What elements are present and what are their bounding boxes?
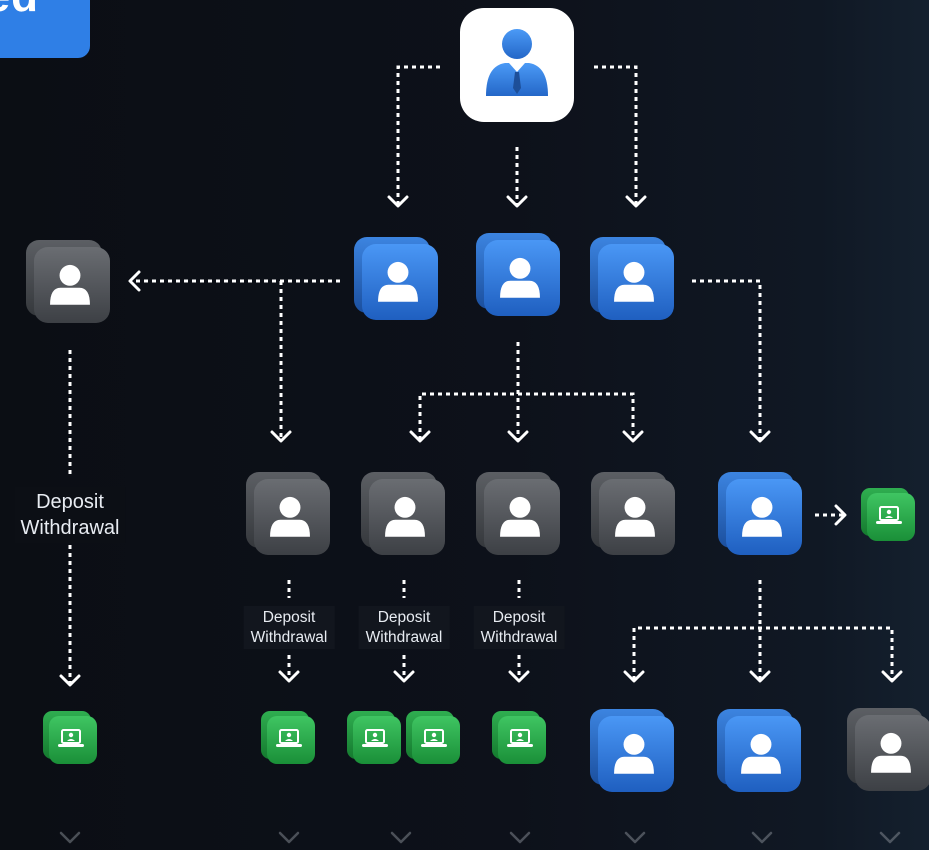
arrow-head-down [59, 674, 81, 687]
gray-user-node[interactable] [361, 472, 445, 555]
gray-user-node[interactable] [591, 472, 675, 555]
connector-line [594, 65, 638, 205]
connector-line [692, 279, 762, 440]
arrow-head-down [881, 670, 903, 683]
terminal-node[interactable] [406, 711, 460, 764]
sub-flow-label-3: Deposit Withdrawal [473, 606, 565, 649]
blue-user-node[interactable] [590, 237, 674, 320]
blue-user-node[interactable] [590, 709, 674, 792]
withdrawal-label: Withdrawal [365, 628, 443, 646]
gray-user-node[interactable] [847, 708, 929, 791]
manager-icon [486, 29, 548, 96]
user-icon [742, 496, 782, 537]
terminal-node[interactable] [492, 711, 546, 764]
arrow-head-down [625, 195, 647, 208]
user-icon [741, 733, 781, 774]
blue-user-node[interactable] [476, 233, 560, 316]
deposit-label: Deposit [262, 609, 316, 626]
title-text: ted [0, 0, 39, 23]
arrow-head-down [622, 430, 644, 443]
user-icon [385, 496, 425, 537]
laptop-icon [421, 729, 447, 747]
connector-line [418, 392, 635, 440]
laptop-icon [276, 729, 302, 747]
arrow-head-down [508, 670, 530, 683]
arrow-head-down [506, 195, 528, 208]
arrow-head-down [409, 430, 431, 443]
laptop-icon [507, 729, 533, 747]
arrow-head-left [128, 270, 141, 292]
blue-user-node[interactable] [717, 709, 801, 792]
arrow-head-down [393, 670, 415, 683]
laptop-icon [876, 506, 902, 524]
user-icon [500, 496, 540, 537]
user-icon [614, 261, 654, 302]
blue-user-node[interactable] [354, 237, 438, 320]
sub-flow-label-2: Deposit Withdrawal [358, 606, 450, 649]
gray-user-node[interactable] [246, 472, 330, 555]
arrow-head-right [834, 504, 847, 526]
arrow-head-down [879, 831, 901, 844]
arrow-head-down [390, 831, 412, 844]
deposit-label: Deposit [377, 609, 431, 626]
connector-line [396, 65, 440, 205]
gray-user-node[interactable] [26, 240, 110, 323]
withdrawal-label: Withdrawal [250, 628, 328, 646]
title-badge: ted [0, 0, 90, 58]
arrow-head-down [278, 670, 300, 683]
connector-lines [59, 65, 903, 844]
arrow-head-down [278, 831, 300, 844]
terminal-node[interactable] [861, 488, 915, 541]
user-icon [378, 261, 418, 302]
user-icon [500, 257, 540, 298]
arrow-head-down [507, 430, 529, 443]
gray-user-node[interactable] [476, 472, 560, 555]
arrow-head-down [751, 831, 773, 844]
arrow-head-down [387, 195, 409, 208]
deposit-label: Deposit [492, 609, 546, 626]
terminal-node[interactable] [347, 711, 401, 764]
connector-line [632, 626, 894, 680]
user-icon [50, 264, 90, 305]
laptop-icon [362, 729, 388, 747]
blue-user-node[interactable] [718, 472, 802, 555]
withdrawal-label: Withdrawal [20, 517, 120, 539]
deposit-label: Deposit [36, 491, 104, 513]
user-icon [615, 496, 655, 537]
arrow-head-down [270, 430, 292, 443]
arrow-head-down [509, 831, 531, 844]
terminal-node[interactable] [261, 711, 315, 764]
root-manager-node[interactable] [460, 8, 574, 122]
user-icon [871, 732, 911, 773]
laptop-icon [58, 729, 84, 747]
terminal-node[interactable] [43, 711, 97, 764]
arrow-head-down [623, 670, 645, 683]
user-icon [614, 733, 654, 774]
arrow-head-down [59, 831, 81, 844]
arrow-head-down [749, 430, 771, 443]
user-icon [270, 496, 310, 537]
arrow-head-down [749, 670, 771, 683]
withdrawal-label: Withdrawal [480, 628, 558, 646]
arrow-head-down [624, 831, 646, 844]
main-flow-label: Deposit Withdrawal [14, 487, 126, 543]
sub-flow-label-1: Deposit Withdrawal [243, 606, 335, 649]
